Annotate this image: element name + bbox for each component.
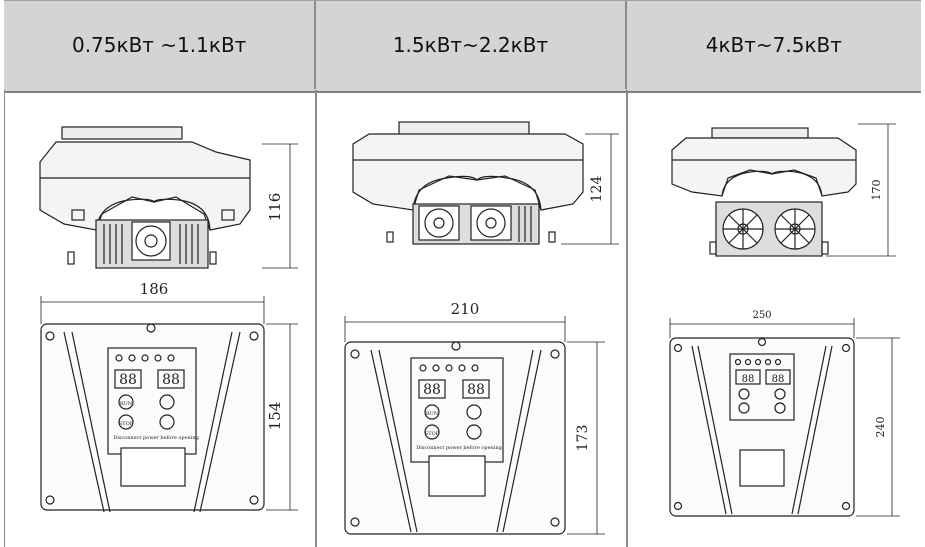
side-view-small xyxy=(39,126,251,269)
front-height-label: 240 xyxy=(874,417,887,438)
table-left-border xyxy=(4,90,5,547)
display-digits: 88 xyxy=(742,374,755,385)
front-view-large xyxy=(669,337,855,517)
side-view-medium xyxy=(352,121,584,245)
side-view-large xyxy=(671,127,857,257)
dimension-front-height-large xyxy=(856,337,900,517)
display-digits: 88 xyxy=(119,372,137,388)
side-height-label: 124 xyxy=(589,176,605,203)
dimension-side-height-large xyxy=(826,123,896,257)
drawing-cell-large: 170 250 xyxy=(626,92,921,547)
warning-label: Disconnect power before opening xyxy=(113,435,199,441)
drawing-large: 170 250 xyxy=(669,123,900,517)
dimensions-table: 0.75кВт ~1.1кВт 1.5кВт~2.2кВт 4кВт~7.5кВ… xyxy=(4,0,921,547)
side-height-label: 170 xyxy=(870,180,883,201)
side-height-label: 116 xyxy=(266,193,284,222)
header-row: 0.75кВт ~1.1кВт 1.5кВт~2.2кВт 4кВт~7.5кВ… xyxy=(4,0,921,93)
display-digits: 88 xyxy=(467,382,485,398)
dimension-front-width-medium xyxy=(344,316,566,342)
front-height-label: 154 xyxy=(266,402,284,431)
dimension-front-width-large xyxy=(669,318,855,338)
front-width-label: 250 xyxy=(752,310,771,321)
display-digits: 88 xyxy=(772,374,785,385)
display-digits: 88 xyxy=(423,382,441,398)
header-cell-power-range-2: 1.5кВт~2.2кВт xyxy=(316,1,627,89)
header-cell-power-range-3: 4кВт~7.5кВт xyxy=(705,33,842,57)
front-height-label: 173 xyxy=(575,425,591,452)
dimension-front-height-small xyxy=(266,323,298,511)
drawing-medium: 124 210 xyxy=(344,121,619,535)
stop-key-label: STOP xyxy=(425,431,440,437)
column-divider xyxy=(315,90,317,547)
run-key-label: RUN xyxy=(120,401,133,407)
drawing-cell-small: 116 186 xyxy=(4,92,315,547)
drawing-small: 116 186 xyxy=(39,126,298,513)
header-cell-power-range-1: 0.75кВт ~1.1кВт xyxy=(4,1,317,89)
dimension-front-width-small xyxy=(40,296,265,324)
front-width-label: 186 xyxy=(140,280,169,298)
column-divider xyxy=(626,90,628,547)
drawing-cell-medium: 124 210 xyxy=(315,92,626,547)
front-view-small xyxy=(40,323,265,513)
display-digits: 88 xyxy=(162,372,180,388)
stop-key-label: STOP xyxy=(119,421,134,427)
warning-label: Disconnect power before opening xyxy=(416,445,502,451)
dimension-side-height-small xyxy=(262,143,298,269)
front-width-label: 210 xyxy=(451,300,480,318)
run-key-label: RUN xyxy=(426,411,439,417)
drawings-row: 116 186 xyxy=(4,92,921,547)
dimension-front-height-medium xyxy=(567,341,605,535)
dimension-side-height-medium xyxy=(561,133,619,245)
front-view-medium xyxy=(344,341,566,535)
